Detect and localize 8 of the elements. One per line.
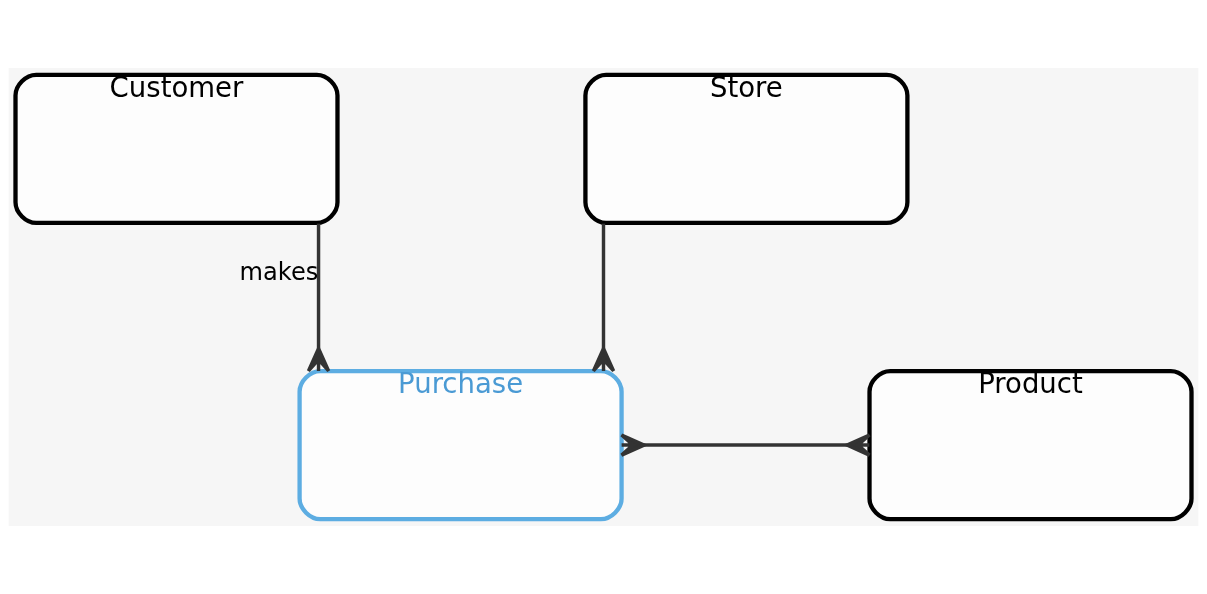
connector (619, 433, 872, 457)
connector (306, 223, 331, 373)
connector (591, 223, 616, 373)
node-box: Product (867, 368, 1194, 522)
node-box: Store (583, 72, 910, 226)
node-box: Purchase (297, 368, 624, 522)
edge-label: makes (239, 257, 319, 286)
node-box: Customer (13, 72, 340, 226)
